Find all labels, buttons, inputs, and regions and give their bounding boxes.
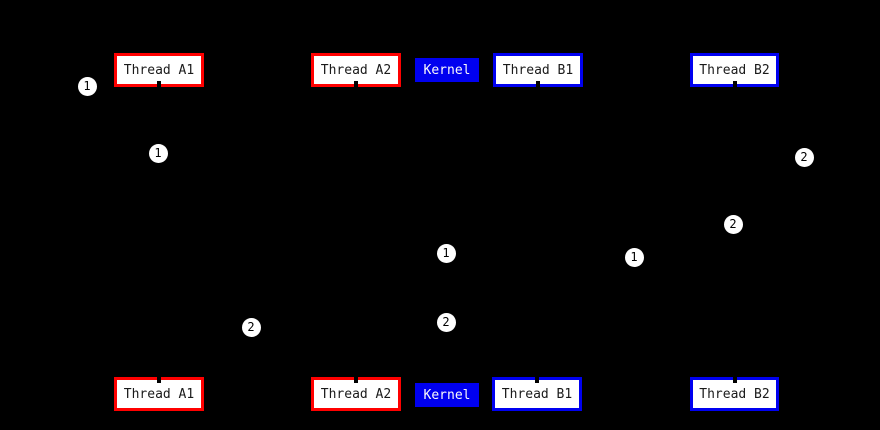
box-label: Kernel — [423, 62, 471, 78]
thread-a2-bottom: Thread A2 — [311, 374, 401, 411]
thread-a1-top: Thread A1 — [114, 53, 204, 90]
thread-b2-bottom: Thread B2 — [690, 374, 779, 411]
lifeline-stub — [732, 374, 737, 383]
thread-b2-top: Thread B2 — [690, 53, 779, 90]
kernel-bottom: Kernel — [415, 383, 479, 407]
box-label: Thread B1 — [501, 386, 573, 402]
kernel-top: Kernel — [415, 58, 479, 82]
thread-a1-bottom: Thread A1 — [114, 374, 204, 411]
lifeline-stub — [536, 81, 540, 90]
thread-a2-top: Thread A2 — [311, 53, 401, 90]
box-label: Thread A2 — [320, 386, 392, 402]
box-label: Thread A1 — [123, 62, 195, 78]
lifeline-stub — [354, 81, 358, 90]
box-label: Thread B2 — [699, 62, 770, 78]
box-label: Thread A1 — [123, 386, 195, 402]
step-badge: 2 — [241, 317, 261, 337]
step-badge: 2 — [723, 214, 743, 234]
step-badge: 2 — [794, 147, 814, 167]
thread-b1-bottom: Thread B1 — [492, 374, 582, 411]
step-badge: 1 — [624, 247, 644, 267]
thread-b1-top: Thread B1 — [493, 53, 583, 90]
box-label: Kernel — [423, 387, 471, 403]
lifeline-stub — [732, 81, 737, 90]
lifeline-stub — [535, 374, 539, 383]
lifeline-stub — [157, 81, 161, 90]
step-badge: 1 — [436, 243, 456, 263]
box-label: Thread B1 — [502, 62, 574, 78]
step-badge: 2 — [436, 312, 456, 332]
step-badge: 1 — [148, 143, 168, 163]
lifeline-stub — [354, 374, 358, 383]
box-label: Thread A2 — [320, 62, 392, 78]
box-label: Thread B2 — [699, 386, 770, 402]
lifeline-stub — [157, 374, 161, 383]
step-badge: 1 — [77, 76, 97, 96]
